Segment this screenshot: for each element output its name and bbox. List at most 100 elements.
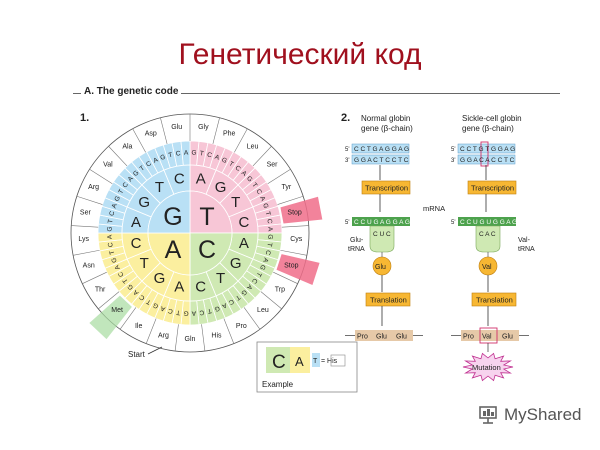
ring3-letter: C [206,151,213,159]
ring3-letter: T [168,152,174,160]
amino-spoke [201,324,206,352]
myshared-logo: MyShared [478,405,581,425]
ring3-letter: G [258,263,266,271]
center-letter: T [199,203,214,231]
normal-mrna-seq: C C U G A G G A G [354,219,410,226]
ring3-letter: C [122,181,131,189]
center-quadrant [189,232,233,276]
ring3-letter: C [108,210,116,217]
ring2-letter: T [155,179,164,196]
sickle-title-line2: gene (β-chain) [462,124,514,133]
ring3-letter: A [106,234,113,239]
normal-dna-5prime: 5' [345,147,349,153]
ring3-letter: G [245,175,254,183]
amino-acid-label: Glu [171,124,182,131]
ring3-letter: C [175,150,181,158]
figure-header: A. The genetic code [73,86,560,108]
ring3-letter: T [139,165,146,173]
amino-spoke [281,225,309,228]
example-t-cell [312,353,320,367]
amino-acid-label: Asn [83,262,95,269]
amino-spoke [119,307,137,330]
amino-spoke [252,146,272,167]
ring3-letter: T [176,308,181,316]
amino-acid-label: Ile [135,323,143,330]
ring2-letter: T [216,270,225,287]
ring3-letter: T [250,182,258,189]
ring3-letter: A [220,301,228,309]
amino-acid-label: Leu [247,143,259,150]
sickle-dna-bottom-seq: G G A C A C C T C [460,157,515,164]
normal-transcription-box [361,180,411,195]
ring3-letter: A [111,202,119,209]
normal-dna-bottom-seq: G G A C T C C T C [354,157,409,164]
amino-spoke [243,307,261,330]
normal-protein-chain [355,330,413,341]
amino-acid-label: Arg [88,184,99,191]
center-quadrant [189,190,233,234]
ring2-letter: A [131,214,141,231]
mrna-label: mRNA [423,204,445,213]
logo-text: MyShared [504,405,582,424]
amino-acid-label: Stop [287,210,302,217]
ring3-letter: T [145,298,152,306]
ring3-letter: C [250,277,259,285]
ring3-letter: G [106,226,113,231]
amino-spoke [273,271,298,284]
amino-spoke [223,318,235,344]
amino-acid-label: Stop [284,262,299,269]
amino-spoke [160,117,168,144]
amino-acid-label: Asp [145,130,157,137]
ring2-letter: C [131,235,142,252]
amino-acid-label: Pro [236,323,247,330]
center-letter: C [198,236,216,264]
amino-acid-label: Ala [122,143,132,150]
example-c-cell [266,347,290,373]
sickle-mutation-highlight [480,141,489,167]
sickle-trna-label-1: Val- [518,237,531,244]
ring3-letter: G [126,282,135,290]
normal-trna-label-2: tRNA [348,246,365,253]
amino-spoke [98,291,120,310]
ring3-letter: A [132,288,140,297]
ring3-letter: C [145,160,153,169]
ring3-letter: C [107,242,115,248]
amino-acid-label: Leu [257,307,269,314]
sickle-translation-box [471,292,517,307]
ring3-letter: G [132,169,140,178]
amino-spoke [174,324,179,352]
center-quadrant [147,232,191,276]
normal-dna-bottom-strand [351,154,410,165]
amino-acid-label: Val [103,162,113,169]
ring3-letter: G [113,195,121,203]
ring3-letter: C [227,297,235,306]
amino-spoke [73,249,100,256]
ring3-letter: C [234,165,242,174]
amino-spoke [212,117,220,144]
stop-codon-marker [280,196,323,224]
normal-translation-box [365,292,411,307]
panel-2-number: 2. [341,112,350,124]
ring3-letter: A [113,263,121,271]
amino-spoke [108,146,128,167]
amino-acid-label: Ser [267,162,279,169]
ring3-letter: A [152,156,160,164]
normal-trna-anticodon: C U C [373,231,391,238]
amino-spoke [89,168,113,184]
normal-chain-3: Glu [396,334,407,341]
amino-acid-label: His [211,333,222,340]
start-label: Start [128,350,146,359]
example-box: C A T = His Example [256,341,358,393]
sickle-amino-label: Val [482,264,492,271]
amino-spoke [71,225,99,228]
ring2-letter: T [231,194,240,211]
ring2-letter: C [174,171,185,188]
ring2-letter: A [196,171,206,188]
ring3-letter: A [159,304,166,312]
ring3-letter: A [127,175,136,183]
amino-acid-label: Lys [78,236,89,243]
ring3-letter: C [265,218,273,224]
mutation-label: Mutation [472,363,501,372]
